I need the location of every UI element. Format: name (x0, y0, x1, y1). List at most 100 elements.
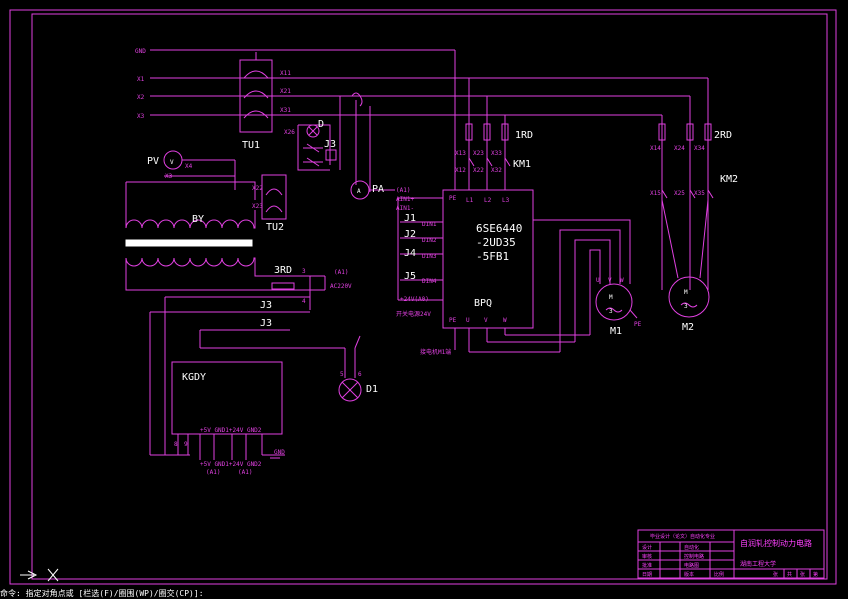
frame-outer (9, 9, 837, 585)
3rd-ai: (A1) (334, 269, 348, 276)
d1-n6: 6 (358, 371, 362, 378)
tu2-t22: X22 (252, 185, 263, 192)
relay-j1: J1 (404, 213, 416, 224)
motor-m2 (668, 276, 710, 318)
kgdy-a2: (A1) (238, 469, 252, 476)
relay-j5: J5 (404, 271, 416, 282)
fuse-2rd-b (686, 123, 694, 141)
tu1-t31: X31 (280, 107, 291, 114)
kgdy-pins2: +5V GND1+24V GND2 (200, 461, 262, 468)
m1-w: W (620, 277, 624, 284)
d1-n5: 5 (340, 371, 344, 378)
tb-sheet4: 张 (773, 571, 778, 578)
tb-r1b: 自动化 (684, 544, 699, 551)
label-x3: X3 (137, 113, 145, 120)
m1-label: M1 (610, 326, 622, 337)
command-line-status[interactable]: 命令: 指定对角点或 [栏选(F)/圈围(WP)/圈交(CP)]: (0, 589, 204, 598)
kgdy-label: KGDY (182, 372, 206, 383)
m1-u: U (596, 277, 600, 284)
tu1-t21: X21 (280, 88, 291, 95)
fuse-1rd-b (483, 123, 491, 141)
m1-pe: PE (634, 321, 642, 328)
transformer-by-primary (125, 181, 256, 229)
tu2-t26: X26 (284, 129, 295, 136)
title-block (637, 529, 825, 579)
pv-t3: X3 (165, 173, 173, 180)
inverter-bpq[interactable] (442, 189, 534, 329)
km1-t3: X33 (491, 150, 502, 157)
3rd-ac: AC220V (330, 283, 352, 290)
tb-r4a: 日期 (642, 572, 652, 578)
m2-label: M2 (682, 322, 694, 333)
km2-t3: X35 (694, 190, 705, 197)
kgdy-a1: (A1) (206, 469, 220, 476)
tb-r1a: 设计 (642, 544, 652, 551)
kgdy-gnd: GND (274, 449, 285, 456)
fuse-2rd-a (658, 123, 666, 141)
bpq-pe: PE (449, 195, 457, 202)
bpq-l3: L3 (502, 197, 510, 204)
2rd-label: 2RD (714, 130, 732, 141)
m2-sym: M (684, 289, 688, 296)
tb-school: 湖南工程大学 (740, 560, 776, 568)
bpq-ain1m: AIN1- (396, 205, 414, 212)
tu1-t11: X11 (280, 70, 291, 77)
lamp-d-symbol (306, 124, 320, 138)
km2-t1: X15 (650, 190, 661, 197)
bpq-ain1p: AIN1+ (396, 196, 414, 203)
pv-t4: X4 (185, 163, 193, 170)
bpq-line3: -5FB1 (476, 250, 509, 263)
km2-label: KM2 (720, 174, 738, 185)
pv-label: PV (147, 156, 159, 167)
2rd-t2: X24 (674, 145, 685, 152)
ucs-icon (20, 568, 59, 582)
tb-title: 自润轧控制动力电路 (740, 538, 812, 548)
tb-r2a: 审核 (642, 553, 652, 560)
transformer-core (125, 239, 253, 247)
bpq-l2: L2 (484, 197, 492, 204)
transformer-by-secondary (125, 257, 325, 291)
motor-m1 (595, 283, 633, 321)
bpq-motor-note: 接电机M1端 (420, 348, 451, 356)
m1-phase: 3 (609, 308, 613, 315)
m2-phase: 3 (684, 303, 688, 310)
2rd-t1: X14 (650, 145, 661, 152)
bpq-sw-label: 开关电源24V (396, 310, 431, 318)
m1-sym: M (609, 294, 613, 301)
bpq-24v: +24V(A0) (400, 296, 429, 303)
tb-r4c: 比例 (714, 571, 724, 578)
km2-t2: X25 (674, 190, 685, 197)
d1-label: D1 (366, 384, 378, 395)
tb-r4b: 版本 (684, 571, 694, 578)
bpq-ai-label: (A1) (396, 187, 410, 194)
kgdy-box (171, 361, 283, 435)
fuse-2rd-c (704, 123, 712, 141)
bpq-out-v: V (484, 317, 488, 324)
label-x2: X2 (137, 94, 145, 101)
by-label: BY (192, 214, 204, 225)
tu1-label: TU1 (242, 140, 260, 151)
1rd-t1: X12 (455, 167, 466, 174)
tb-sheet3: 第 (813, 571, 818, 578)
bpq-din2: DIN2 (422, 237, 437, 244)
label-gnd: GND (135, 48, 146, 55)
fuse-1rd-c (501, 123, 509, 141)
tu2-label: TU2 (266, 222, 284, 233)
pa-sym: A (357, 188, 361, 195)
fuse-3rd (271, 282, 295, 290)
m1-v: V (608, 277, 612, 284)
kgdy-pins: +5V GND1+24V GND2 (200, 427, 262, 434)
j3-lower-b: J3 (260, 318, 272, 329)
fuse-1rd-a (465, 123, 473, 141)
kgdy-n8: 8 (174, 441, 178, 448)
lamp-d-label: D (318, 119, 324, 130)
lamp-d1 (338, 378, 362, 402)
label-x1: X1 (137, 76, 145, 83)
pa-label: PA (372, 184, 384, 195)
1rd-t3: X32 (491, 167, 502, 174)
km1-t2: X23 (473, 150, 484, 157)
kgdy-n9: 9 (184, 441, 188, 448)
km1-label: KM1 (513, 159, 531, 170)
tb-r3a: 批准 (642, 562, 652, 569)
